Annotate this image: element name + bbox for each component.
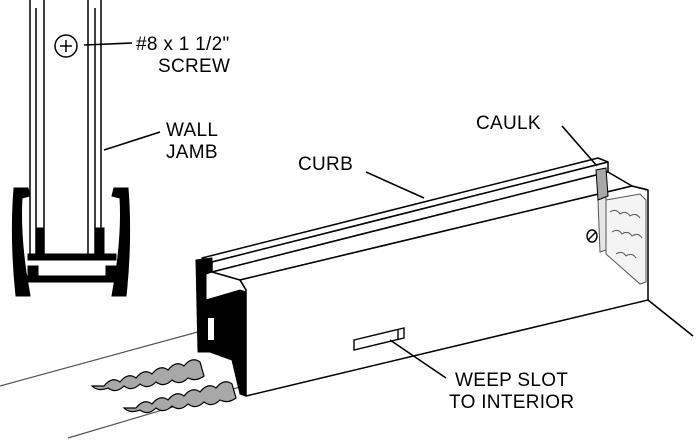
screw-label-line2: SCREW (158, 56, 231, 77)
weep-slot-label: WEEP SLOT TO INTERIOR (449, 370, 574, 414)
top-caulk (595, 167, 609, 201)
curb-label: CURB (298, 154, 354, 175)
screw-label-line1: #8 x 1 1/2" (136, 34, 230, 55)
wall-jamb-label-line1: WALL (166, 120, 219, 141)
screw-icon (586, 229, 598, 243)
weep-slot-label-line1: WEEP SLOT (455, 370, 569, 391)
leader-lines (83, 42, 694, 379)
wall-jamb-leader (103, 131, 161, 151)
weep-slot-label-line2: TO INTERIOR (449, 392, 575, 413)
sill-caulk-beads (90, 359, 237, 414)
weep-slot (353, 327, 405, 351)
wall-jamb-label: WALL JAMB (166, 120, 218, 164)
edge-leader (647, 299, 694, 337)
curb-right-end (597, 193, 647, 285)
wall-jamb-drawing (29, 0, 102, 256)
jamb-base-extrusion (11, 187, 131, 297)
curb-leader (365, 171, 425, 199)
screw-label: #8 x 1 1/2" SCREW (136, 34, 230, 78)
screw-head-icon (54, 34, 78, 58)
wall-jamb-label-line2: JAMB (166, 142, 218, 163)
screw-leader (83, 42, 133, 46)
caulk-label: CAULK (476, 113, 541, 134)
caulk-leader (561, 125, 598, 167)
weep-slot-leader (389, 339, 447, 379)
curb-extrusion (201, 157, 649, 397)
